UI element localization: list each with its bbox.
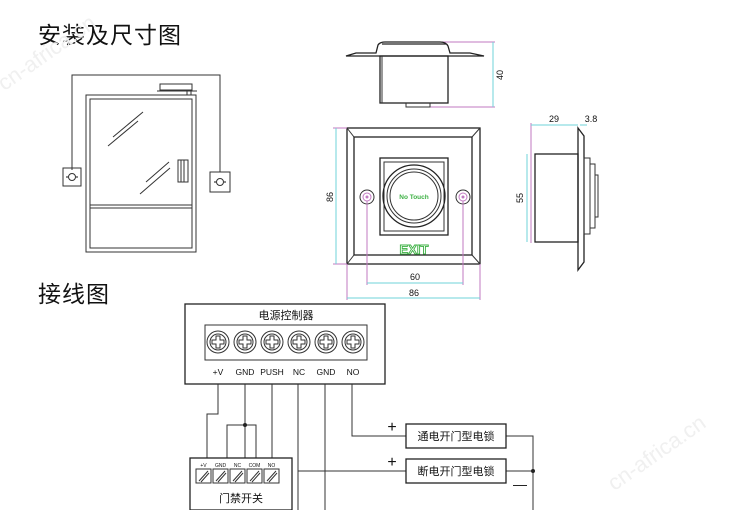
access-switch: [189, 457, 293, 510]
side-view-drawing: [526, 123, 599, 272]
dim-side-height: 55: [515, 193, 525, 203]
positive-sign: +: [387, 454, 396, 471]
dim-side-body: 29: [549, 114, 559, 124]
lock-label: 断电开门型电锁: [418, 464, 495, 478]
positive-sign: +: [387, 419, 396, 436]
lock-power-to-open: [405, 423, 507, 449]
top-view-drawing: [345, 41, 495, 108]
exit-button-left: [62, 167, 82, 187]
dim-side-plate: 3.8: [585, 114, 598, 124]
switch-terminal: [263, 468, 280, 484]
power-controller: [184, 303, 386, 385]
exit-label: EXIT: [400, 242, 429, 257]
switch-terminal-label: COM: [249, 463, 261, 469]
controller-terminal-label: GND: [236, 367, 255, 377]
controller-terminal-label: +V: [213, 367, 224, 377]
door-handle: [177, 159, 189, 183]
controller-terminal: [260, 330, 284, 354]
switch-terminal: [229, 468, 246, 484]
controller-terminal-label: GND: [317, 367, 336, 377]
switch-terminal-label: NC: [234, 463, 242, 469]
install-dimension-title: 安装及尺寸图: [38, 23, 182, 49]
access-switch-title: 门禁开关: [219, 491, 263, 505]
controller-terminal: [206, 330, 230, 354]
controller-title: 电源控制器: [259, 308, 314, 322]
dim-front-width: 86: [409, 288, 419, 298]
negative-sign: —: [513, 476, 527, 492]
controller-terminal-label: NC: [293, 367, 305, 377]
controller-terminal: [314, 330, 338, 354]
front-view-drawing: [333, 127, 481, 300]
door-illustration: [62, 74, 231, 253]
switch-terminal-label: GND: [215, 463, 227, 469]
switch-terminal: [212, 468, 229, 484]
wiring: [206, 384, 535, 510]
dim-depth: 40: [495, 70, 505, 80]
switch-terminal-label: NO: [268, 463, 276, 469]
switch-terminal: [195, 468, 212, 484]
exit-button-right: [209, 171, 231, 193]
lock-power-off-open: [405, 458, 507, 484]
controller-terminal: [233, 330, 257, 354]
controller-terminal-label: NO: [347, 367, 360, 377]
wiring-diagram-title: 接线图: [38, 282, 110, 308]
dim-screw-spacing: 60: [410, 272, 420, 282]
controller-terminal: [341, 330, 365, 354]
switch-terminal-label: +V: [200, 463, 207, 469]
lock-label: 通电开门型电锁: [418, 429, 495, 443]
no-touch-label: No Touch: [399, 194, 429, 201]
controller-terminal-label: PUSH: [260, 367, 284, 377]
switch-terminal: [246, 468, 263, 484]
dim-front-height: 86: [325, 192, 335, 202]
door-closer: [159, 83, 193, 91]
controller-terminal: [287, 330, 311, 354]
